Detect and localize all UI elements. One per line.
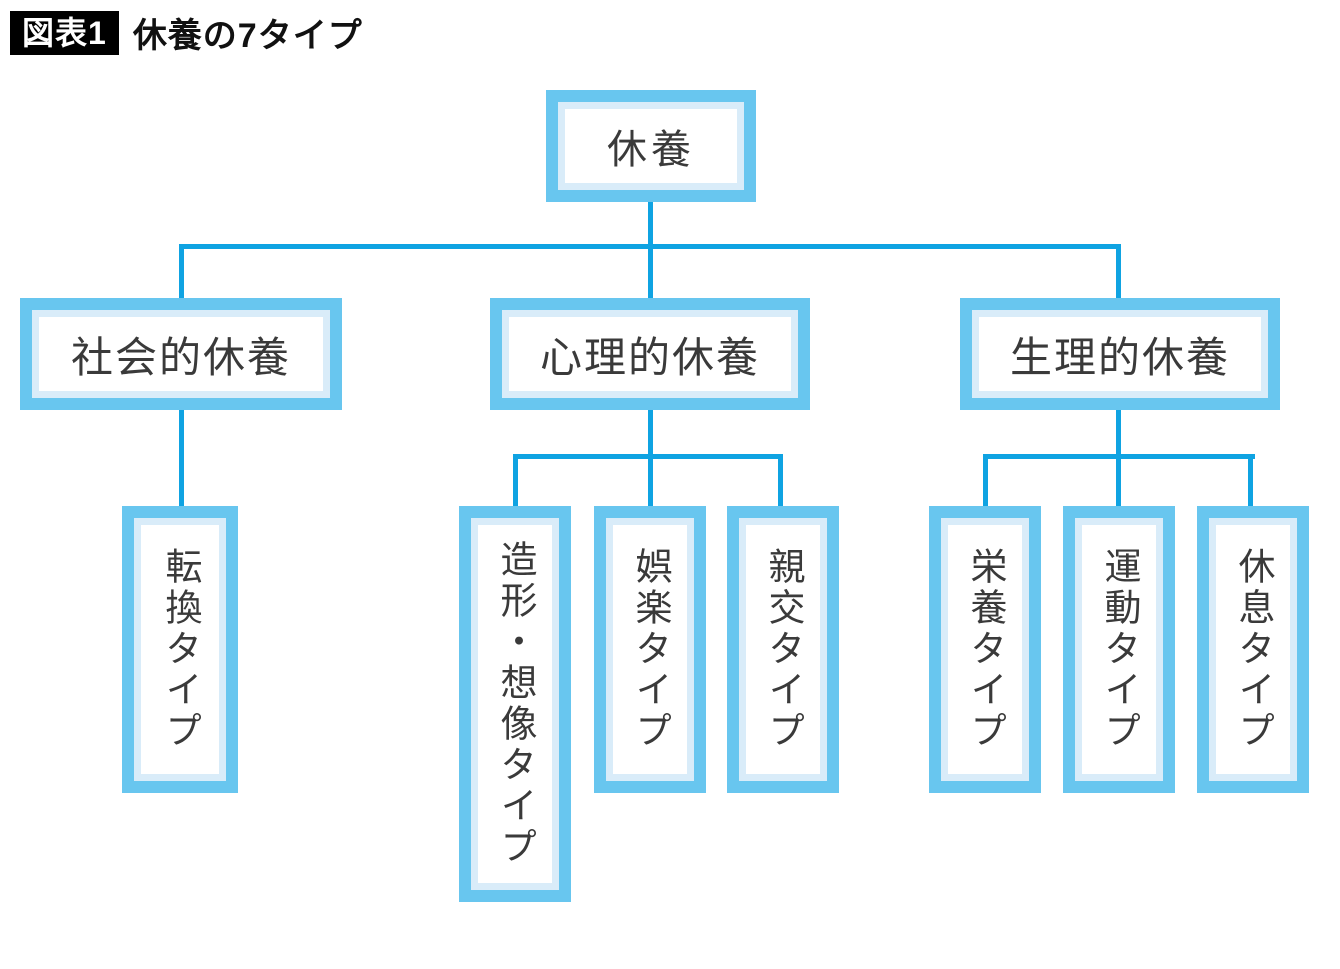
node-psychological-rest: 心理的休養 (490, 298, 810, 410)
leaf-exercise-type-label: 運動タイプ (1099, 547, 1140, 752)
connector-drop-friendship (778, 454, 783, 506)
node-psychological-rest-label: 心理的休養 (539, 333, 760, 381)
figure-number-tag: 図表1 (10, 10, 119, 55)
leaf-entertainment-type: 娯楽タイプ (594, 506, 706, 793)
connector-drop-rest (1248, 454, 1253, 506)
connector-drop-social (179, 244, 184, 298)
leaf-conversion-type-label: 転換タイプ (160, 547, 201, 752)
node-social-rest: 社会的休養 (20, 298, 342, 410)
node-social-rest-label: 社会的休養 (70, 333, 291, 381)
connector-drop-psychological (648, 244, 653, 298)
leaf-rest-type: 休息タイプ (1197, 506, 1309, 793)
leaf-friendship-type-label: 親交タイプ (763, 547, 804, 752)
node-rest-root-label: 休養 (607, 128, 695, 172)
node-rest-root: 休養 (546, 90, 756, 202)
connector-psychological-stem (648, 410, 653, 456)
leaf-nutrition-type: 栄養タイプ (929, 506, 1041, 793)
leaf-nutrition-type-label: 栄養タイプ (965, 547, 1006, 752)
connector-drop-physiological (1116, 244, 1121, 298)
connector-drop-nutrition (983, 454, 988, 506)
figure-header: 図表1 休養の7タイプ (10, 8, 363, 57)
leaf-entertainment-type-label: 娯楽タイプ (630, 547, 671, 752)
connector-drop-entertainment (648, 454, 653, 506)
connector-social-stem (179, 410, 184, 506)
node-physiological-rest-label: 生理的休養 (1009, 333, 1230, 381)
leaf-creative-imagination-type-label: 造形・想像タイプ (495, 540, 536, 868)
leaf-creative-imagination-type: 造形・想像タイプ (459, 506, 571, 902)
node-physiological-rest: 生理的休養 (960, 298, 1280, 410)
leaf-exercise-type: 運動タイプ (1063, 506, 1175, 793)
leaf-friendship-type: 親交タイプ (727, 506, 839, 793)
leaf-rest-type-label: 休息タイプ (1233, 547, 1274, 752)
connector-drop-exercise (1116, 454, 1121, 506)
leaf-conversion-type: 転換タイプ (122, 506, 238, 793)
figure-title: 休養の7タイプ (132, 17, 363, 55)
connector-physiological-stem (1116, 410, 1121, 456)
connector-drop-creative (513, 454, 518, 506)
connector-root-stem (648, 201, 653, 247)
